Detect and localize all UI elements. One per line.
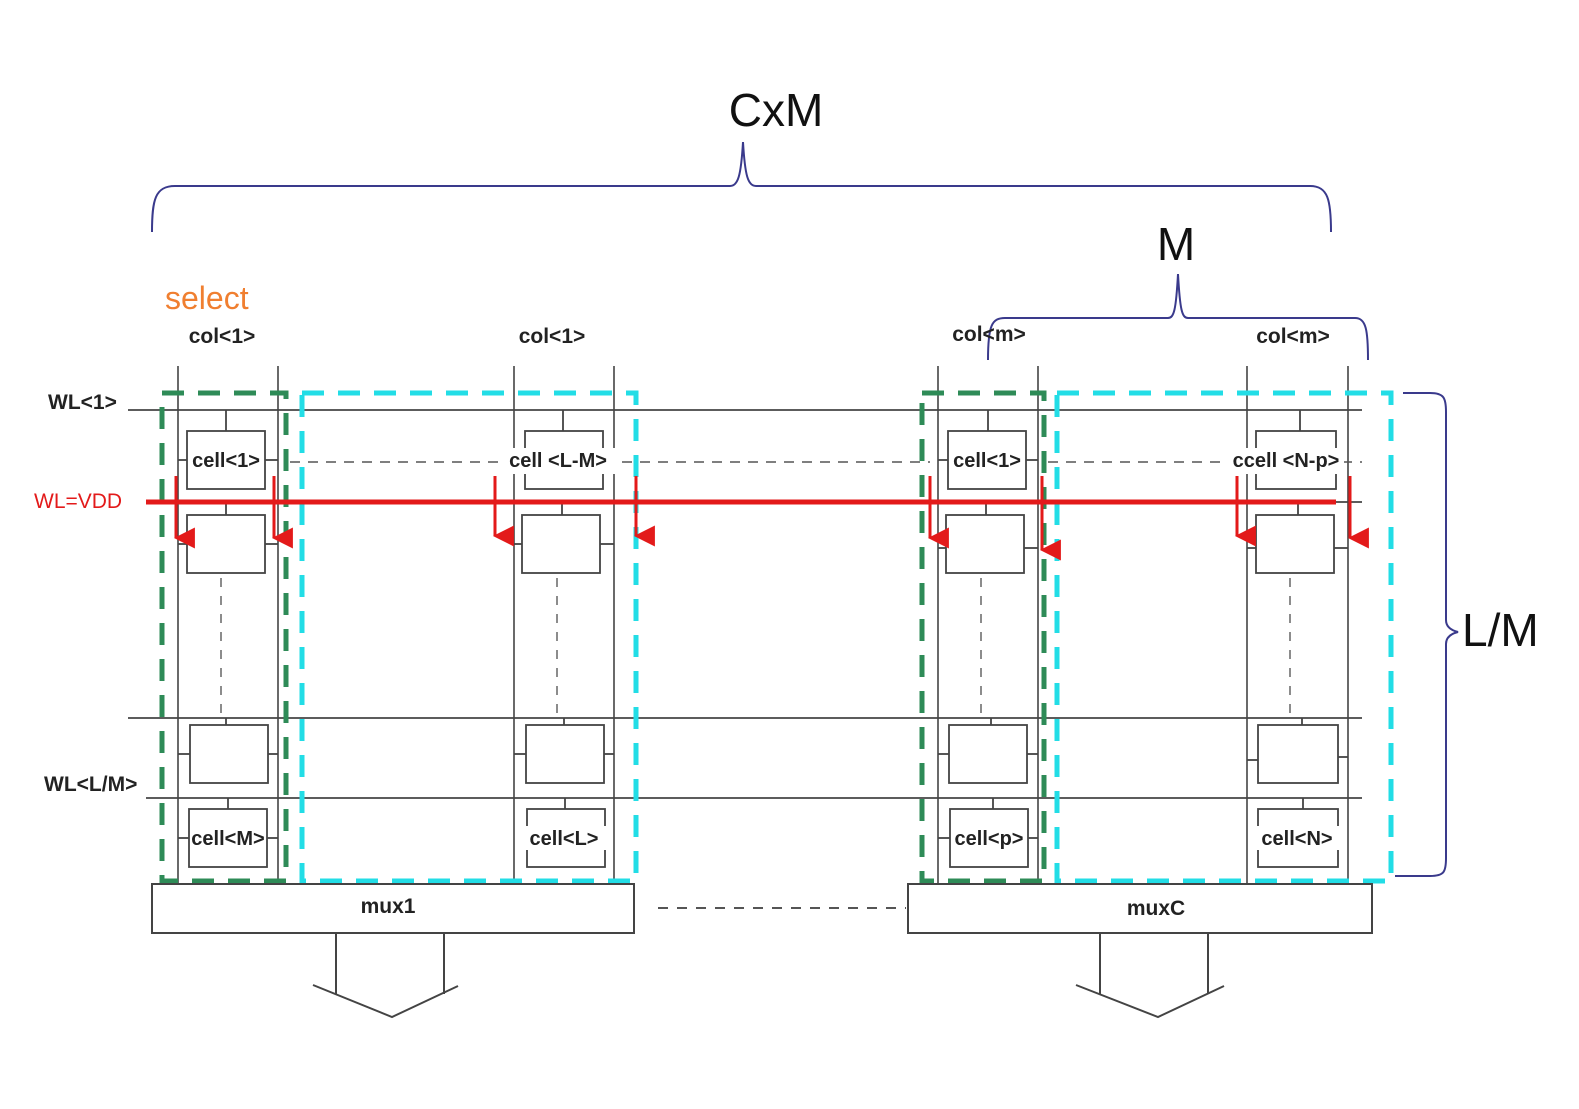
column-label: col<1>: [519, 325, 586, 348]
select-group-box: [159, 390, 1047, 884]
other-group-box: [299, 390, 1394, 884]
bracket-lm: [1395, 392, 1459, 877]
cell-box: [945, 514, 1025, 574]
cell-label: cell<p>: [955, 828, 1024, 850]
active-wordline-label: WL=VDD: [34, 490, 122, 513]
mux-c-output-arrow: [1075, 933, 1225, 1019]
mux-1-output-arrow: [312, 933, 459, 1019]
cell-box: [186, 430, 266, 490]
cell-box: [949, 808, 1029, 868]
cell-box: [521, 514, 601, 574]
cell-label: cell<N>: [1261, 828, 1332, 850]
cell-box: [1257, 724, 1339, 784]
cell-label: cell<1>: [192, 450, 260, 472]
bracket-label-cxm: CxM: [729, 84, 824, 136]
bracket-label-lm: L/M: [1462, 604, 1539, 656]
cell-box: [525, 724, 605, 784]
cell-label: cell<1>: [953, 450, 1021, 472]
wordline-label-first: WL<1>: [48, 391, 117, 414]
cell-label: cell<L>: [530, 828, 599, 850]
bracket-m: [987, 273, 1369, 361]
select-label: select: [165, 280, 249, 316]
mux-label: muxC: [1127, 897, 1185, 920]
cell-box: [948, 724, 1028, 784]
bitlines: [177, 366, 1349, 884]
cell-box: [189, 724, 269, 784]
mux-1: [151, 883, 635, 934]
mux-c: [907, 883, 1373, 934]
cell-label: cell <L-M>: [509, 450, 607, 472]
cell-box: [1255, 514, 1335, 574]
wordlines: [128, 409, 1362, 799]
bracket-cxm: [151, 141, 1332, 233]
bitline-current-arrows: [173, 476, 1369, 561]
column-label: col<m>: [1256, 325, 1330, 348]
column-label: col<m>: [952, 323, 1026, 346]
mux-label: mux1: [361, 895, 416, 918]
cell-label: ccell <N-p>: [1233, 450, 1340, 472]
cell-label: cell<M>: [191, 828, 264, 850]
cell-box: [947, 430, 1027, 490]
cell-box: [186, 514, 266, 574]
column-label: col<1>: [189, 325, 256, 348]
column-1-cells: [178, 410, 278, 868]
column-continuation-dashes: [220, 578, 1291, 714]
column-3-cells: [938, 410, 1038, 868]
wordline-label-last: WL<L/M>: [44, 773, 137, 796]
bracket-label-m: M: [1157, 218, 1195, 270]
